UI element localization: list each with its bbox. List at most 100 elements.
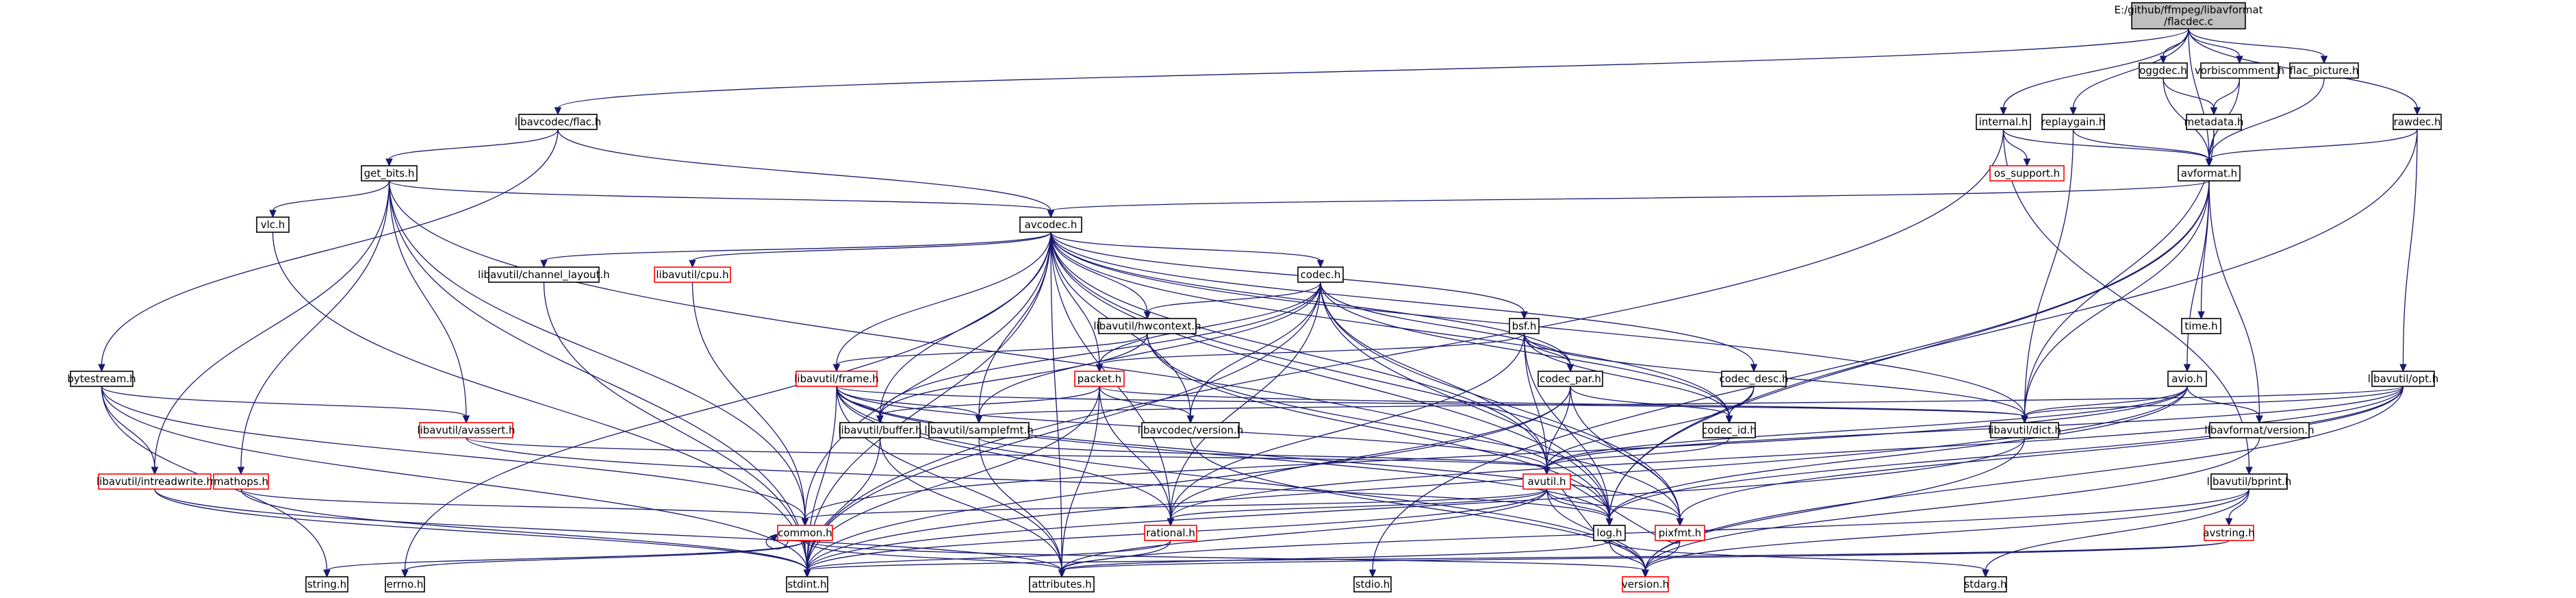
node-flac-picture[interactable]: flac_picture.h	[2289, 62, 2359, 79]
edge-line	[1099, 386, 2026, 417]
node-pixfmt[interactable]: pixfmt.h	[1655, 525, 1705, 541]
edge-line	[404, 540, 806, 571]
edge-codec-to-hwcontext	[1143, 282, 1321, 320]
node-box	[2139, 62, 2188, 79]
node-label: stdio.h	[1355, 578, 1390, 590]
node-frame[interactable]: libavutil/frame.h	[794, 371, 879, 387]
node-label: bytestream.h	[67, 373, 136, 385]
node-libavcodec-flac[interactable]: libavcodec/flac.h	[515, 114, 602, 130]
edge-line	[272, 232, 808, 571]
edge-line	[1644, 437, 2260, 571]
edge-get_bits-to-mathops	[237, 180, 390, 475]
edge-arrowhead	[975, 415, 983, 424]
node-bsf[interactable]: bsf.h	[1509, 318, 1540, 334]
edge-avio-to-dict	[2021, 386, 2188, 424]
edge-bsf-to-log	[1523, 333, 1614, 527]
edge-line	[806, 386, 1571, 571]
node-get-bits[interactable]: get_bits.h	[361, 165, 418, 182]
edge-line	[1644, 540, 1681, 571]
node-hwcontext[interactable]: libavutil/hwcontext.h	[1093, 318, 1201, 334]
node-bprint[interactable]: libavutil/bprint.h	[2207, 473, 2292, 490]
edge-internal-to-avformat	[2002, 129, 2213, 167]
node-avassert[interactable]: libavutil/avassert.h	[417, 422, 515, 438]
node-avformat-version[interactable]: libavformat/version.h	[2204, 422, 2314, 438]
node-samplefmt[interactable]: libavutil/samplefmt.h	[924, 422, 1034, 438]
edge-line	[1523, 333, 1610, 520]
edge-line	[466, 437, 1610, 520]
node-opt[interactable]: libavutil/opt.h	[2368, 371, 2439, 387]
edge-arrowhead	[2023, 158, 2031, 167]
node-label: replaygain.h	[2041, 116, 2106, 128]
edge-line	[806, 282, 1321, 571]
node-codec-par[interactable]: codec_par.h	[1538, 371, 1603, 387]
node-codec-id[interactable]: codec_id.h	[1702, 422, 1757, 438]
node-label: os_support.h	[1994, 167, 2060, 180]
node-label: version.h	[1622, 578, 1669, 590]
node-avstring[interactable]: avstring.h	[2203, 525, 2255, 541]
node-bytestream[interactable]: bytestream.h	[67, 371, 136, 387]
node-internal[interactable]: internal.h	[1976, 114, 2031, 130]
node-stdio[interactable]: stdio.h	[1353, 576, 1392, 593]
node-version[interactable]: version.h	[1622, 576, 1669, 593]
node-box	[98, 473, 212, 490]
node-codec[interactable]: codec.h	[1297, 266, 1344, 283]
node-label: libavutil/intreadwrite.h	[97, 475, 213, 488]
node-avio[interactable]: avio.h	[2167, 371, 2207, 387]
edge-line	[240, 488, 806, 520]
node-box	[2200, 62, 2279, 79]
node-buffer[interactable]: libavutil/buffer.h	[838, 422, 922, 438]
edge-line	[404, 232, 1051, 571]
node-root[interactable]: E:/github/ffmpeg/libavformat/flacdec.c	[2115, 2, 2263, 29]
edge-line	[557, 129, 1051, 212]
node-codec-desc[interactable]: codec_desc.h	[1719, 371, 1789, 387]
edge-line	[691, 232, 1051, 262]
edge-get_bits-to-vlc	[269, 180, 390, 219]
node-metadata[interactable]: metadata.h	[2184, 114, 2244, 130]
edge-arrowhead	[2210, 107, 2218, 116]
node-rational[interactable]: rational.h	[1144, 525, 1197, 541]
node-string[interactable]: string.h	[305, 576, 348, 593]
node-avformat[interactable]: avformat.h	[2178, 165, 2241, 182]
node-box	[2131, 2, 2246, 29]
edge-rawdec-to-opt	[2399, 129, 2418, 373]
node-packet[interactable]: packet.h	[1074, 371, 1125, 387]
node-channel-layout[interactable]: libavutil/channel_layout.h	[478, 266, 610, 283]
node-label: libavutil/buffer.h	[838, 424, 921, 436]
node-stdarg[interactable]: stdarg.h	[1964, 576, 2007, 593]
node-intreadwrite[interactable]: libavutil/intreadwrite.h	[97, 473, 213, 490]
edge-line	[543, 282, 808, 571]
edge-arrowhead	[1095, 364, 1104, 373]
node-avutil[interactable]: avutil.h	[1522, 473, 1571, 490]
node-attributes[interactable]: attributes.h	[1029, 576, 1095, 593]
node-errno[interactable]: errno.h	[385, 576, 425, 593]
node-label: stdarg.h	[1964, 578, 2006, 590]
edge-arrowhead	[2413, 107, 2421, 116]
edge-line	[2188, 28, 2210, 160]
node-vlc[interactable]: vlc.h	[256, 216, 290, 233]
node-avcodec[interactable]: avcodec.h	[1019, 216, 1082, 233]
edge-get_bits-to-common	[388, 180, 809, 527]
node-stdint[interactable]: stdint.h	[786, 576, 828, 593]
node-log[interactable]: log.h	[1593, 525, 1626, 541]
edge-line	[543, 232, 1051, 262]
node-time[interactable]: time.h	[2181, 318, 2221, 334]
edge-arrowhead	[876, 415, 884, 424]
edge-arrowhead	[2069, 107, 2077, 116]
edge-avcodec-to-codec_par	[1050, 232, 1574, 373]
node-cpu[interactable]: libavutil/cpu.h	[654, 266, 731, 283]
node-common[interactable]: common.h	[777, 525, 833, 541]
node-box	[786, 576, 828, 593]
node-replaygain[interactable]: replaygain.h	[2041, 114, 2106, 130]
node-rawdec[interactable]: rawdec.h	[2393, 114, 2442, 130]
node-mathops[interactable]: mathops.h	[213, 473, 269, 490]
edge-avcodec-to-channel_layout	[540, 232, 1051, 269]
edge-line	[2208, 180, 2260, 417]
node-vorbiscomment[interactable]: vorbiscomment.h	[2195, 62, 2284, 79]
node-avcodec-version[interactable]: libavcodec/version.h	[1138, 422, 1244, 438]
node-box	[488, 266, 600, 283]
node-oggdec[interactable]: oggdec.h	[2139, 62, 2188, 79]
node-os-support[interactable]: os_support.h	[1989, 165, 2065, 182]
edge-common-to-string	[323, 540, 806, 578]
edge-common-to-version	[804, 540, 1649, 578]
node-dict[interactable]: libavutil/dict.h	[1988, 422, 2061, 438]
